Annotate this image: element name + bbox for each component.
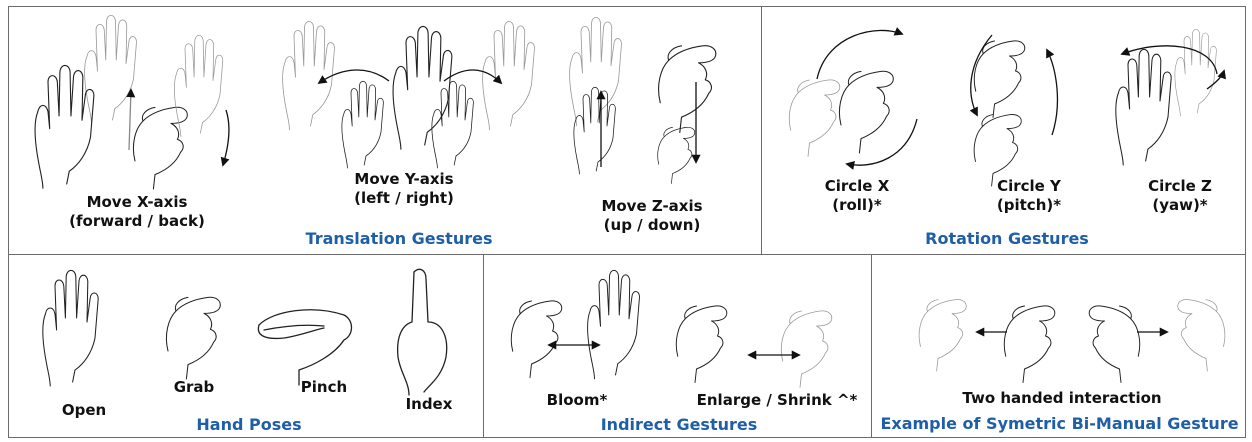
rotation-panel: Circle X (roll)* Circle Y (pitch)* Circl… xyxy=(761,6,1246,255)
two-handed-label: Two handed interaction xyxy=(932,389,1192,408)
circle-z-label: Circle Z (yaw)* xyxy=(1130,177,1230,215)
rotation-title: Rotation Gestures xyxy=(907,229,1107,248)
grab-pose-illustration xyxy=(159,270,249,380)
circle-x-label: Circle X (roll)* xyxy=(802,177,912,215)
bimanual-panel: Two handed interaction Example of Symetr… xyxy=(871,254,1246,438)
open-label: Open xyxy=(44,401,124,420)
move-x-illustration xyxy=(21,15,241,185)
circle-y-illustration xyxy=(962,15,1092,175)
move-y-illustration xyxy=(279,21,539,171)
open-pose-illustration xyxy=(34,265,134,405)
circle-y-label: Circle Y (pitch)* xyxy=(974,177,1084,215)
indirect-panel: Bloom* Enlarge / Shrink ^* Indirect Gest… xyxy=(483,254,872,438)
hand-poses-title: Hand Poses xyxy=(159,415,339,434)
move-x-label: Move X-axis (forward / back) xyxy=(47,193,227,231)
translation-panel: Move X-axis (forward / back) Move Y-axis… xyxy=(8,6,762,255)
bloom-label: Bloom* xyxy=(532,391,622,410)
circle-z-illustration xyxy=(1102,19,1242,169)
pinch-pose-illustration xyxy=(254,290,364,380)
translation-title: Translation Gestures xyxy=(279,229,519,248)
circle-x-illustration xyxy=(777,19,937,169)
move-z-illustration xyxy=(561,17,751,187)
indirect-title: Indirect Gestures xyxy=(579,415,779,434)
index-label: Index xyxy=(394,395,464,414)
hand-poses-panel: Open Grab Pinch Index Hand Poses xyxy=(8,254,484,438)
bimanual-title: Example of Symetric Bi-Manual Gesture xyxy=(877,414,1242,433)
index-pose-illustration xyxy=(384,267,464,397)
pinch-label: Pinch xyxy=(284,378,364,397)
move-y-label: Move Y-axis (left / right) xyxy=(319,170,489,208)
bloom-illustration xyxy=(504,265,664,395)
enlarge-illustration xyxy=(669,270,869,390)
bimanual-illustration xyxy=(912,270,1232,385)
move-z-label: Move Z-axis (up / down) xyxy=(577,197,727,235)
grab-label: Grab xyxy=(159,378,229,397)
enlarge-label: Enlarge / Shrink ^* xyxy=(692,391,862,410)
